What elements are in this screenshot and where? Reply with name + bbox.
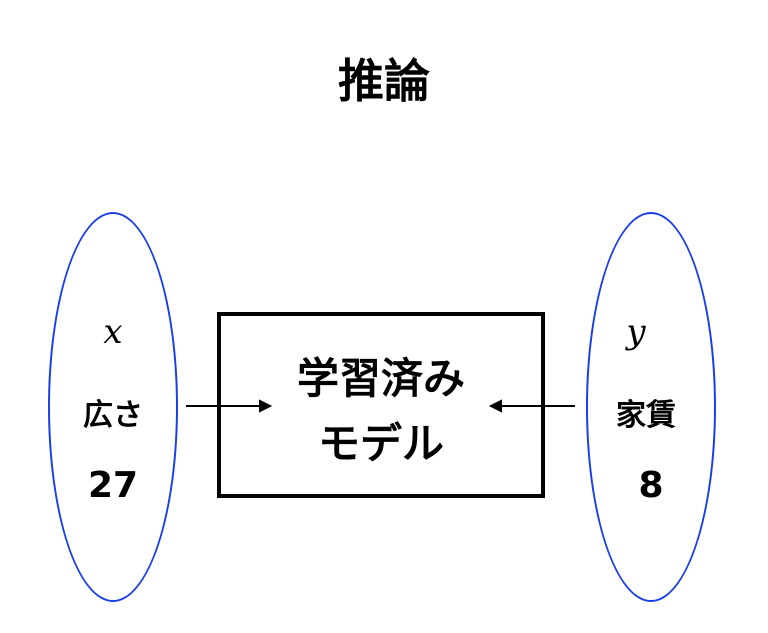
- input-label: 広さ: [83, 398, 143, 433]
- output-label: 家賃: [616, 398, 676, 433]
- model-label-line2: モデル: [317, 419, 444, 468]
- output-arrow: [488, 399, 575, 413]
- model-label-line1: 学習済み: [296, 354, 465, 403]
- input-symbol: x: [103, 312, 123, 352]
- input-ellipse: [48, 212, 178, 602]
- diagram-title: 推論: [338, 54, 430, 108]
- output-ellipse: [586, 212, 716, 602]
- input-arrow: [186, 399, 273, 413]
- input-value: 27: [87, 465, 139, 506]
- output-value: 8: [638, 465, 664, 506]
- output-symbol: y: [626, 312, 646, 352]
